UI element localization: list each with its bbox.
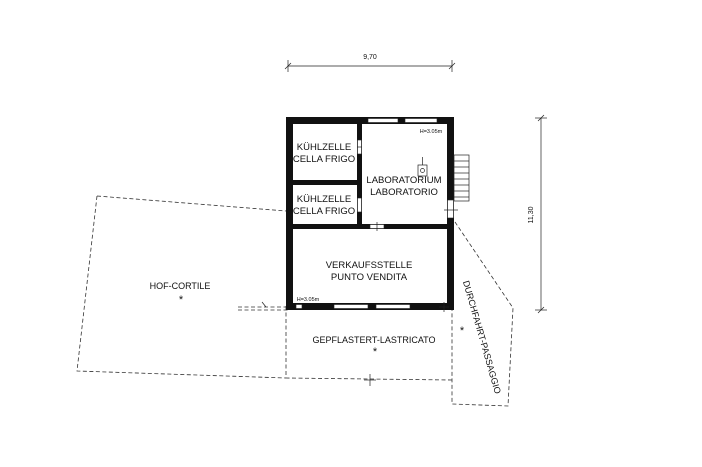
door-cold-room-2: [357, 197, 362, 213]
courtyard-marker: *: [179, 294, 184, 306]
passage-label: DURCHFAHRT-PASSAGGIO: [461, 279, 503, 394]
passage-marker: *: [460, 325, 465, 337]
cold-room-1-label-de: KÜHLZELLE: [297, 142, 351, 153]
door-sales-left: [295, 304, 303, 309]
cold-room-2-label-it: CELLA FRIGO: [293, 206, 355, 217]
width-dimension: 9,70: [363, 54, 377, 61]
laboratory-label-de: LABORATORIUM: [366, 175, 441, 186]
lab-fixture-symbol: [417, 157, 428, 177]
window-sales-1: [333, 304, 369, 309]
window-laboratory-1: [367, 118, 399, 123]
paving-outline: [238, 306, 453, 381]
exterior-stairs: [453, 154, 470, 202]
passage-outline: [451, 221, 514, 407]
door-laboratory-exterior: [447, 199, 454, 219]
laboratory-height-note: H=3.05m: [420, 129, 443, 135]
cold-room-2-label-de: KÜHLZELLE: [297, 194, 351, 205]
cold-room-1-label-it: CELLA FRIGO: [293, 154, 355, 165]
sales-point-label-it: PUNTO VENDITA: [331, 272, 408, 283]
paving-label: GEPFLASTERT-LASTRICATO: [312, 335, 435, 345]
window-sales-2: [375, 304, 411, 309]
courtyard-label: HOF-CORTILE: [150, 281, 211, 291]
sales-point-height-note: H=3.05m: [297, 297, 320, 303]
section-marker: [261, 301, 449, 386]
height-dimension-line: [535, 114, 547, 314]
width-dimension-line: [284, 60, 456, 72]
window-laboratory-2: [404, 118, 438, 123]
courtyard-outline: [76, 195, 287, 379]
paving-marker: *: [373, 346, 378, 358]
laboratory-label-it: LABORATORIO: [370, 187, 438, 198]
height-dimension: 11,30: [528, 206, 535, 223]
sales-point-label-de: VERKAUFSSTELLE: [326, 260, 413, 271]
